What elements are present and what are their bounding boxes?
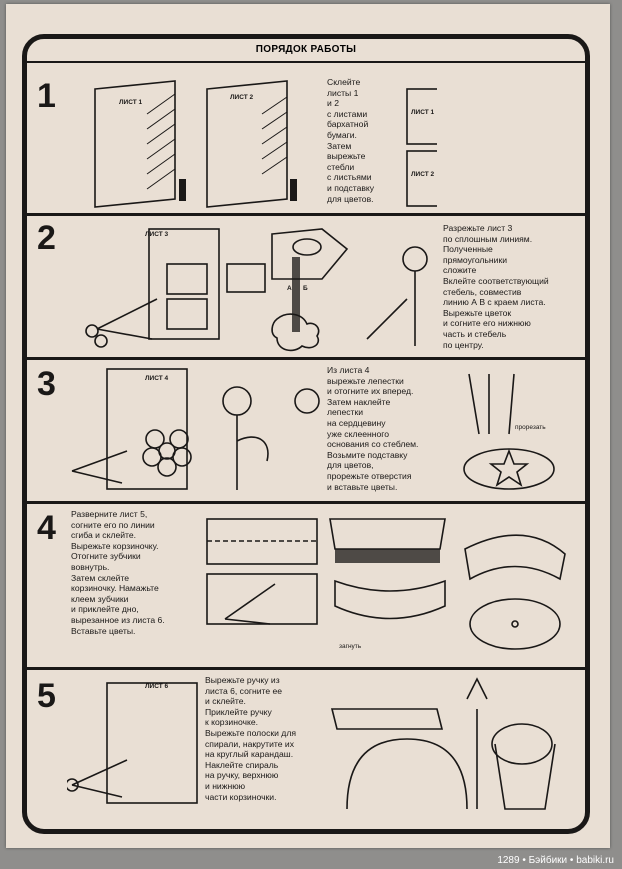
basket-illustration (330, 677, 556, 810)
sheet-label: ЛИСТ 1 (119, 99, 143, 106)
page-title: ПОРЯДОК РАБОТЫ (27, 39, 585, 63)
step-3-illustration (71, 368, 320, 490)
sheet-label: ЛИСТ 2 (411, 171, 435, 178)
divider (27, 213, 585, 216)
step-2-text: Разрежьте лист 3 по сплошным линиям. Пол… (443, 223, 549, 350)
step-1-illustration (94, 80, 437, 208)
step-1-text: Склейте листы 1 и 2 с листами бархатной … (327, 77, 375, 204)
sheet-label: ЛИСТ 2 (230, 94, 254, 101)
sheet-label: ЛИСТ 3 (145, 231, 169, 238)
step-5-text: Вырежьте ручку из листа 6, согните ее и … (205, 675, 296, 802)
sheet-label: ЛИСТ 4 (145, 375, 169, 382)
step-4-text: Разверните лист 5, согните его по линии … (71, 509, 165, 636)
divider (27, 357, 585, 360)
sheet-label: ЛИСТ 1 (411, 109, 435, 116)
step-5-illustration (67, 682, 198, 804)
cut-label: прорезать (515, 424, 546, 431)
sheet-label: ЛИСТ 6 (145, 683, 169, 690)
step-2-number: 2 (37, 219, 56, 257)
step-4-number: 4 (37, 509, 56, 547)
step-3-text: Из листа 4 вырежьте лепестки и отогните … (327, 365, 419, 492)
step-2-illustration (85, 228, 428, 352)
step-3-number: 3 (37, 365, 56, 403)
stand-illustration (463, 373, 555, 490)
step-5-number: 5 (37, 677, 56, 715)
step-4-illustration (206, 518, 566, 650)
divider (27, 667, 585, 670)
step-1-number: 1 (37, 77, 56, 115)
line-label-a: А (287, 285, 292, 292)
watermark: 1289 • Бэйбики • babiki.ru (497, 855, 614, 866)
outer-frame: ПОРЯДОК РАБОТЫ 1 ЛИСТ 1 ЛИСТ 2 ЛИСТ 1 ЛИ… (22, 34, 590, 834)
fold-label: загнуть (339, 643, 362, 650)
line-label-b: Б (303, 285, 308, 292)
divider (27, 501, 585, 504)
instruction-sheet: ПОРЯДОК РАБОТЫ 1 ЛИСТ 1 ЛИСТ 2 ЛИСТ 1 ЛИ… (6, 4, 610, 848)
